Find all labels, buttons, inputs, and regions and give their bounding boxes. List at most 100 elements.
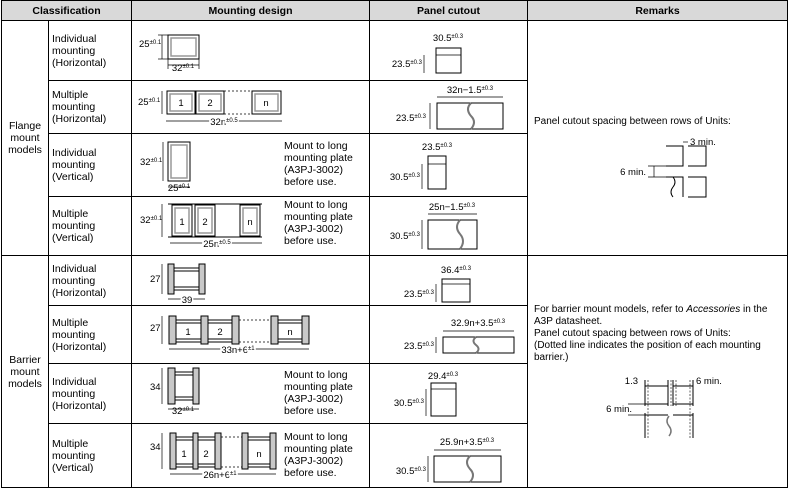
row-spacing-diagram: 3 min. 6 min.: [620, 137, 716, 198]
diagram: 27 39: [150, 263, 206, 306]
dimension-label: ±0.1: [150, 40, 162, 46]
dimension-label: 30.5: [390, 172, 409, 183]
diagram-shape: [167, 367, 176, 405]
diagram-shape: [456, 219, 464, 250]
table-row: Barrier mount models Individual mounting…: [1, 255, 788, 488]
diagram-shape: [472, 336, 480, 354]
mounting-design-diagram: 34 32±0.1 Mount to long mounting plate (…: [131, 363, 370, 424]
dimension-label: 32.9n+3.5±0.3: [451, 318, 506, 329]
panel-cutout-diagram: 32n−1.5±0.3 23.5±0.3: [369, 80, 528, 134]
dimension-label: 30.5±0.3: [394, 398, 425, 409]
diagram-shape: [427, 219, 478, 250]
header-mounting-design: Mounting design: [131, 0, 370, 21]
dimension-label: 1.3: [625, 376, 638, 387]
diagram-shape: [166, 90, 196, 115]
diagram-shape: [239, 319, 271, 343]
dimension-label: ±0.3: [422, 342, 434, 348]
diagram-shape: [427, 155, 447, 190]
dimension-label: 26n+6±1: [203, 470, 237, 481]
dimension-label: 36.4±0.3: [441, 265, 472, 276]
diagram-shape: [430, 382, 457, 417]
panel-cutout-diagram: 36.4±0.3 23.5±0.3: [369, 255, 528, 306]
dimension-label: ±0.3: [481, 86, 493, 92]
dimension-label: 30.5: [394, 398, 413, 409]
diagram-shape: [270, 315, 279, 345]
panel-cutout-diagram: 23.5±0.3 30.5±0.3: [369, 133, 528, 197]
dimension-label: 32±0.1: [172, 406, 195, 417]
accessories-ref: Accessories: [686, 304, 741, 315]
diagram-shape: [197, 207, 213, 234]
mounting-design-diagram: 25±0.1 32±0.1: [131, 20, 370, 81]
diagram: 25n−1.5±0.3 30.5 ±0.3: [390, 202, 478, 250]
diagram-shape: [666, 415, 672, 437]
dimension-label: 27: [150, 323, 161, 334]
dimension-label: 32n−1.5±0.3: [447, 85, 494, 96]
dimension-label: 6 min.: [620, 167, 646, 178]
dimension-label: 23.5: [404, 341, 423, 352]
header-classification: Classification: [1, 0, 132, 21]
header-remarks: Remarks: [527, 0, 788, 21]
dimension-label: ±0.3: [422, 290, 434, 296]
diagram-shape: [242, 207, 258, 234]
classification-label: Individual mounting (Horizontal): [48, 363, 132, 424]
diagram-shape: [168, 315, 177, 345]
classification-label: Multiple mounting (Vertical): [48, 196, 132, 256]
diagram-shape: [436, 102, 504, 130]
diagram-shape: [169, 432, 177, 470]
diagram-shape: [239, 204, 261, 237]
dimension-label: 3 min.: [690, 137, 716, 148]
dimension-label: 30.5±0.3: [390, 172, 421, 183]
dimension-label: 2: [202, 217, 207, 228]
dimension-label: 23.5±0.3: [404, 289, 435, 300]
dimension-label: 6 min.: [696, 376, 722, 387]
dimension-label: 30.5: [433, 33, 452, 44]
panel-cutout-diagram: 32.9n+3.5±0.3 23.5±0.3: [369, 305, 528, 364]
dimension-label: 23.5±0.3: [396, 113, 427, 124]
dimension-label: ±0.3: [493, 319, 505, 325]
dimension-label: ±0.1: [151, 216, 163, 222]
diagram-shape: [214, 432, 222, 470]
dimension-label: ±0.3: [482, 438, 494, 444]
panel-cutout-diagram: 30.5±0.3 23.5±0.3: [369, 20, 528, 81]
dimension-label: 25: [138, 97, 149, 108]
dimension-label: ±0.3: [463, 203, 475, 209]
mounting-design-diagram: 27 39: [131, 255, 370, 306]
dimension-label: 2: [207, 98, 212, 109]
diagram-shape: [198, 93, 222, 112]
diagram: 29.4±0.3 30.5±0.3: [394, 371, 459, 417]
dimension-label: 32: [172, 406, 183, 417]
dimension-label: 39: [182, 295, 193, 306]
mounting-note: Mount to long mounting plate (A3PJ-3002)…: [284, 140, 353, 188]
classification-label: Individual mounting (Vertical): [48, 133, 132, 197]
dimension-label: ±0.5: [219, 240, 231, 246]
dimension-label: 25n−1.5±0.3: [429, 202, 476, 213]
mounting-note: Mount to long mounting plate (A3PJ-3002)…: [284, 369, 353, 417]
dimension-label: 30.5: [390, 231, 409, 242]
dimension-label: 6 min.: [696, 376, 722, 387]
diagram: 32n−1.5±0.3 23.5±0.3: [396, 85, 504, 130]
diagram-shape: [200, 315, 209, 345]
barrier-spacing-diagram: 1.3 6 min. 6 min.: [606, 376, 722, 438]
diagram: 32±0.1 25±0.1: [140, 141, 191, 194]
mounting-note: Mount to long mounting plate (A3PJ-3002)…: [284, 431, 353, 479]
diagram-shape: [194, 204, 216, 237]
diagram-shape: [198, 263, 206, 295]
dimension-label: 30.5±0.3: [433, 33, 464, 44]
header-panel-cutout: Panel cutout: [369, 0, 528, 21]
dimension-label: 25: [168, 183, 179, 194]
diagram: 23.5±0.3 30.5±0.3: [390, 142, 453, 190]
classification-label: Individual mounting (Horizontal): [48, 20, 132, 81]
diagram-shape: [171, 204, 193, 237]
dimension-label: 25.9n+3.5: [440, 437, 483, 448]
dimension-label: ±0.3: [459, 266, 471, 272]
dimension-label: 23.5: [404, 289, 423, 300]
dimension-label: n: [247, 217, 252, 228]
classification-label: Individual mounting (Horizontal): [48, 255, 132, 306]
dimension-label: ±0.1: [149, 98, 161, 104]
